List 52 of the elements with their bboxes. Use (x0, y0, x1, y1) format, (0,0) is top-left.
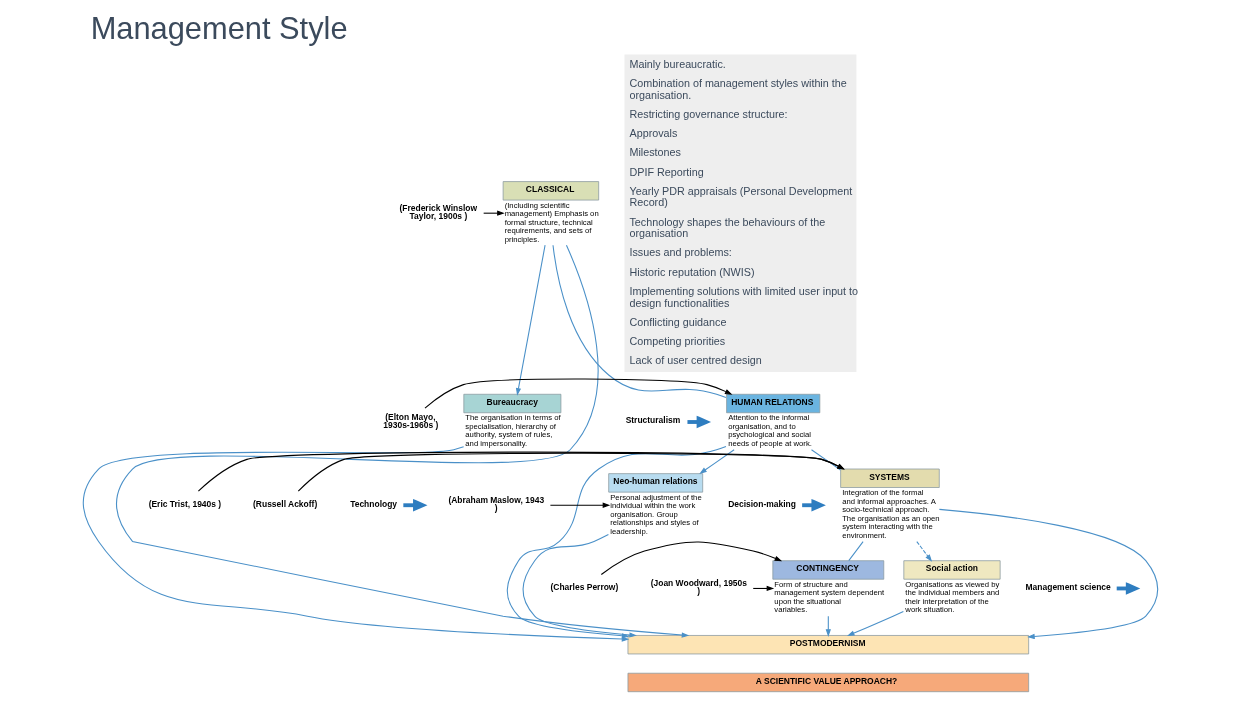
arrow (115, 244, 690, 638)
arrow (506, 445, 727, 639)
node-text: (Frederick Winslow Taylor, 1900s ) (399, 202, 478, 222)
connector (848, 541, 864, 562)
arrow (825, 615, 831, 637)
node-label: Form of structure and management system dependent upon the situational variables. (774, 579, 885, 615)
label: Milestones (629, 146, 681, 159)
arrow (522, 533, 637, 638)
label: DPIF Reporting (629, 165, 704, 178)
arrow (752, 585, 775, 592)
arrow (687, 415, 712, 429)
node-label: Integration of the formal and informal approaches. A socio-technical approach. The organisation as an open system interacting with the environment. (842, 488, 940, 540)
node-text: (Charles Perrow) (550, 581, 619, 592)
label: Technology shapes the behaviours of the organisation (629, 215, 826, 240)
label: Issues and problems: (629, 246, 732, 259)
arrow (82, 446, 630, 642)
node-label: Attention to the informal organisation, and to psychological and social needs of people at work. (728, 413, 812, 448)
arrow (403, 498, 428, 512)
label: Implementing solutions with limited user input to design functionalities (629, 285, 859, 309)
label: Historic reputation (NWIS) (629, 265, 755, 278)
label: Mainly bureaucratic. (629, 57, 726, 70)
node-text: Management science (1025, 581, 1111, 592)
node-label: Organisations as viewed by the individual members and their interpretation of the work situation. (905, 579, 1000, 615)
node-text: Decision-making (728, 498, 796, 509)
node-text: (Elton Mayo, 1930s-1960s ) (383, 411, 439, 431)
label: Lack of user centred design (629, 354, 762, 367)
connector (810, 449, 841, 471)
arrow (424, 378, 733, 409)
arrow (549, 502, 611, 508)
node-label: (Including scientific management) Emphasis on formal structure, technical requirements, and sets of principles. (504, 200, 599, 244)
node-text: Technology (350, 498, 398, 509)
node-text: (Abraham Maslow, 1943 ) (448, 494, 545, 514)
node-label: Personal adjustment of the individual within the work organisation. Group relationships and styles of leadership. (610, 492, 702, 536)
arrow (938, 508, 1159, 640)
diagram-title: Management Style (90, 11, 348, 47)
label: Competing priorities (629, 335, 726, 348)
arrow (846, 611, 904, 637)
node-text: (Joan Woodward, 1950s ) (650, 577, 748, 597)
node-label: The organisation in terms of specialisation, hierarchy of authority, system of rules, and impersonality. (465, 413, 561, 448)
label: Approvals (629, 127, 678, 140)
arrow (600, 541, 783, 576)
arrow (515, 244, 546, 396)
label: Restricting governance structure: (629, 107, 788, 120)
node-text: (Russell Ackoff) (253, 498, 318, 509)
node-text: Structuralism (625, 415, 681, 426)
node-text: (Eric Trist, 1940s ) (148, 498, 222, 509)
label: Conflicting guidance (629, 315, 727, 328)
arrow (916, 541, 933, 562)
connector (552, 244, 727, 399)
label: Yearly PDR appraisals (Personal Development Record) (629, 184, 853, 209)
label: Combination of management styles within the organisation. (629, 76, 847, 101)
arrow (699, 449, 735, 475)
